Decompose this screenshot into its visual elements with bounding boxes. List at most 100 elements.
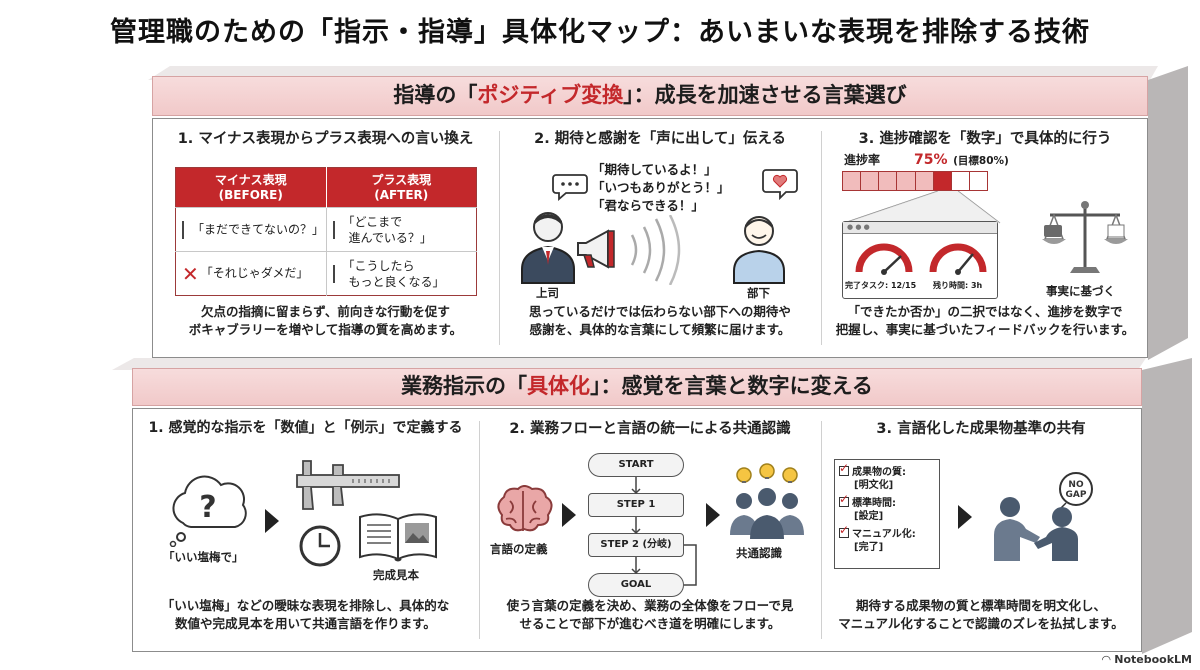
progress-cell [951,172,970,190]
progress-cell [879,172,898,190]
progress-value: 75% (目標80%) [914,152,1009,168]
table-row: ✕「それじゃダメだ」 「こうしたらもっと良くなる」 [175,251,477,296]
check-icon [839,493,849,507]
section-title: 1. マイナス表現からプラス表現への言い換え [177,131,474,147]
clock-icon [299,525,341,567]
sample-label: 完成見本 [373,568,419,582]
notebooklm-watermark: ◠ NotebookLM [1101,653,1192,666]
sound-waves-icon [630,215,681,285]
deliverable-standard-section: 3. 言語化した成果物基準の共有 成果物の質:[明文化] 標準時間:[設定] マ… [822,409,1140,651]
megaphone-icon [577,229,615,269]
expression-comparison-table: マイナス表現(BEFORE) プラス表現(AFTER) 「まだできてないの？」 … [175,167,477,296]
team-lightbulb-icon [730,463,804,539]
section-description: 使う言葉の定義を決め、業務の全体像をフローで見せることで部下が進むべき道を明確に… [506,598,794,631]
section-description: 思っているだけでは伝わらない部下への期待や感謝を、具体的な言葉にして頻繁に届けま… [529,304,791,337]
after-cell: 「こうしたらもっと良くなる」 [325,251,477,296]
voice-expectation-section: 2. 期待と感謝を「声に出して」伝える 「期待しているよ！」 「いつもありがとう… [500,119,820,357]
negative-to-positive-section: 1. マイナス表現からプラス表現への言い換え マイナス表現(BEFORE) プラ… [153,119,498,357]
before-cell: ✕「それじゃダメだ」 [175,251,326,296]
brain-label: 言語の定義 [490,542,548,556]
section-description: 欠点の指摘に留まらず、前向きな行動を促すボキャブラリーを増やして指導の質を高めま… [188,304,463,337]
encouragement-quotes: 「期待しているよ！」 「いつもありがとう！」 「君ならできる！」 [592,162,730,213]
cross-icon: ✕ [182,261,199,286]
define-by-numbers-section: 1. 感覚的な指示を「数値」と「例示」で定義する ? 「いい塩梅で」 完成見本 … [133,409,478,651]
flow-step-1: STEP 1 [588,493,684,517]
section-description: 「いい塩梅」などの曖昧な表現を排除し、具体的な数値や完成見本を用いて共通言語を作… [161,598,450,631]
page-title: 管理職のための「指示・指導」具体化マップ：あいまいな表現を排除する技術 [110,17,1090,48]
bottom-panel-header: 業務指示の「具体化」：感覚を言葉と数字に変える [132,368,1142,406]
column-divider [821,421,822,639]
subordinate-person-icon [733,216,785,284]
arrow-right-icon [706,503,720,527]
task-gauge-label: 完了タスク: 12/15 [845,281,917,290]
speech-bubble-icon [552,174,588,201]
progress-bar [842,171,988,191]
section-description: 期待する成果物の質と標準時間を明文化し、マニュアル化することで認識のズレを払拭し… [838,598,1124,631]
section-title: 1. 感覚的な指示を「数値」と「例示」で定義する [148,420,463,436]
caliper-icon [296,460,400,510]
panel-slab-side [1148,66,1188,360]
after-cell: 「どこまで進んでいる？」 [325,207,477,252]
task-gauge-icon [855,243,913,275]
thought-cloud-question-icon: ? [169,475,247,547]
checklist-item: マニュアル化:[完了] [839,524,935,554]
notebooklm-logo-icon: ◠ [1101,653,1115,666]
top-header-text-post: 」：成長を加速させる言葉選び [623,83,907,107]
bottom-header-text-post: 」：感覚を言葉と数字に変える [590,374,873,398]
numeric-progress-section: 3. 進捗確認を「数字」で具体的に行う 進捗率 75% (目標80%) ● ● … [822,119,1148,357]
bottom-header-text-pre: 業務指示の「 [401,374,528,398]
flow-connectors [631,477,697,586]
arrow-right-icon [958,505,972,529]
panel-slab-side [1142,358,1192,654]
boss-person-icon [521,212,575,284]
column-divider [821,131,822,345]
before-cell: 「まだできてないの？」 [175,207,326,252]
dashboard-window: ● ● ● 完了タスク: 12/15 残り時間: 3h [842,221,998,299]
progress-cell [933,172,952,190]
progress-cell [969,172,987,190]
progress-cell [897,172,916,190]
window-title-bar: ● ● ● [843,222,997,234]
check-icon [839,462,849,476]
section-description: 「できたか否か」の二択ではなく、進捗を数字で把握し、事実に基づいたフィードバック… [835,304,1135,337]
top-panel-header: 指導の「ポジティブ変換」：成長を加速させる言葉選び [152,76,1148,116]
positive-conversion-panel: 指導の「ポジティブ変換」：成長を加速させる言葉選び 1. マイナス表現からプラス… [148,66,1188,360]
deliverable-checklist: 成果物の質:[明文化] 標準時間:[設定] マニュアル化:[完了] [834,459,940,569]
progress-cell [915,172,934,190]
section-title: 3. 進捗確認を「数字」で具体的に行う [858,131,1112,147]
flowchart: START STEP 1 STEP 2 (分岐) GOAL [588,453,697,599]
shared-understanding-label: 共通認識 [736,546,782,560]
column-divider [479,421,480,639]
heart-bubble-icon [762,169,798,201]
section-title: 2. 業務フローと言語の統一による共通認識 [509,421,791,437]
balance-scale-icon [1042,201,1128,273]
top-panel-body: 1. マイナス表現からプラス表現への言い換え マイナス表現(BEFORE) プラ… [152,118,1148,358]
progress-label: 進捗率 [844,153,881,167]
checklist-item: 標準時間:[設定] [839,493,935,523]
flow-start: START [588,453,684,477]
top-header-text-pre: 指導の「 [393,83,478,107]
progress-cell [843,172,862,190]
time-gauge-label: 残り時間: 3h [933,281,983,290]
table-row: 「まだできてないの？」 「どこまで進んでいる？」 [175,207,477,252]
progress-cell [861,172,880,190]
flow-goal: GOAL [588,573,684,597]
brain-icon [497,485,553,532]
after-column-header: プラス表現(AFTER) [326,167,477,208]
open-book-icon [359,513,437,562]
section-title: 3. 言語化した成果物基準の共有 [876,421,1086,437]
workflow-unification-section: 2. 業務フローと言語の統一による共通認識 言語の定義 START STEP 1… [480,409,820,651]
svg-text:NO: NO [1068,480,1084,490]
vague-phrase-label: 「いい塩梅で」 [163,550,244,564]
boss-label: 上司 [536,286,559,300]
zoom-lines [843,191,1001,224]
arrow-right-icon [265,509,279,533]
panel-slab-top [112,358,1146,370]
column-divider [499,131,500,345]
before-column-header: マイナス表現(BEFORE) [175,167,327,208]
time-gauge-icon [929,243,987,275]
task-instruction-panel: 業務指示の「具体化」：感覚を言葉と数字に変える 1. 感覚的な指示を「数値」と「… [112,358,1200,654]
svg-text:GAP: GAP [1066,490,1087,500]
check-icon [839,524,849,538]
